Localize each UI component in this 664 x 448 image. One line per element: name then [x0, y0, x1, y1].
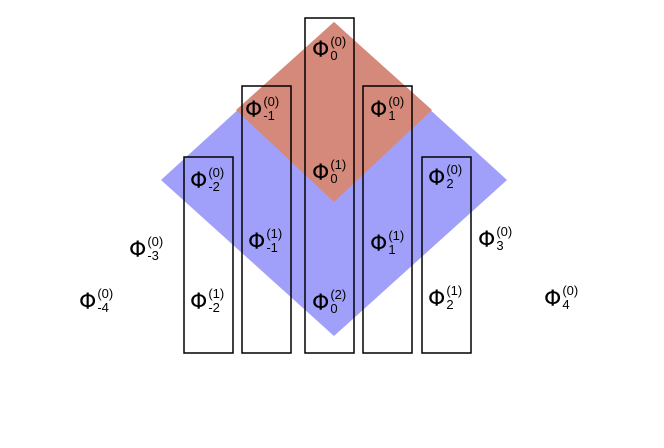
- phi-subscript: 2: [446, 297, 454, 312]
- column-box-1: [362, 85, 413, 354]
- phi-superscript: (0): [562, 283, 579, 298]
- phi-label-minus4-0: Φ(0)-4: [79, 287, 117, 322]
- phi-label-minus2-0: Φ(0)-2: [190, 166, 228, 201]
- phi-superscript: (0): [147, 234, 164, 249]
- phi-label-minus3-0: Φ(0)-3: [129, 235, 167, 270]
- phi-symbol: Φ: [190, 169, 208, 194]
- phi-subscript: -4: [97, 300, 109, 315]
- phi-label-3-0: Φ(0)3: [478, 225, 516, 260]
- phi-symbol: Φ: [245, 98, 263, 123]
- phi-superscript: (0): [263, 94, 280, 109]
- phi-superscript: (0): [388, 94, 405, 109]
- phi-label-4-0: Φ(0)4: [544, 284, 582, 319]
- phi-subscript: 0: [330, 171, 338, 186]
- phi-superscript: (2): [330, 287, 347, 302]
- phi-subscript: -1: [266, 240, 278, 255]
- phi-subscript: -2: [208, 300, 220, 315]
- column-box-minus-2: [183, 156, 234, 354]
- column-box-0: [304, 17, 355, 354]
- phi-superscript: (1): [330, 157, 347, 172]
- phi-symbol: Φ: [312, 161, 330, 186]
- phi-superscript: (1): [446, 283, 463, 298]
- phi-label-minus1-0: Φ(0)-1: [245, 95, 283, 130]
- phi-symbol: Φ: [544, 287, 562, 312]
- phi-subscript: -1: [263, 108, 275, 123]
- phi-subscript: 2: [446, 176, 454, 191]
- phi-symbol: Φ: [312, 291, 330, 316]
- phi-label-0-1: Φ(1)0: [312, 158, 350, 193]
- phi-label-minus2-1: Φ(1)-2: [190, 287, 228, 322]
- phi-symbol: Φ: [79, 290, 97, 315]
- phi-superscript: (0): [496, 224, 513, 239]
- phi-symbol: Φ: [248, 230, 266, 255]
- phi-subscript: 0: [330, 301, 338, 316]
- orange-diamond-region: [236, 22, 432, 202]
- phi-subscript: 1: [388, 242, 396, 257]
- phi-symbol: Φ: [312, 38, 330, 63]
- phi-superscript: (1): [208, 286, 225, 301]
- column-box-2: [421, 156, 472, 354]
- phi-subscript: 0: [330, 48, 338, 63]
- phi-subscript: 1: [388, 108, 396, 123]
- phi-subscript: -2: [208, 179, 220, 194]
- phi-superscript: (1): [388, 228, 405, 243]
- phi-subscript: 3: [496, 238, 504, 253]
- column-box-minus-1: [241, 85, 292, 354]
- phi-superscript: (1): [266, 226, 283, 241]
- phi-symbol: Φ: [428, 287, 446, 312]
- phi-symbol: Φ: [478, 228, 496, 253]
- phi-superscript: (0): [208, 165, 225, 180]
- phi-label-2-0: Φ(0)2: [428, 163, 466, 198]
- phi-symbol: Φ: [129, 238, 147, 263]
- phi-subscript: -3: [147, 248, 159, 263]
- phi-symbol: Φ: [370, 232, 388, 257]
- phi-label-0-2: Φ(2)0: [312, 288, 350, 323]
- phi-subscript: 4: [562, 297, 570, 312]
- phi-label-0-0-top: Φ(0)0: [312, 35, 350, 70]
- phi-symbol: Φ: [370, 98, 388, 123]
- phi-label-minus1-1: Φ(1)-1: [248, 227, 286, 262]
- phi-label-2-1: Φ(1)2: [428, 284, 466, 319]
- phi-symbol: Φ: [428, 166, 446, 191]
- phi-label-1-0: Φ(0)1: [370, 95, 408, 130]
- phi-superscript: (0): [97, 286, 114, 301]
- phi-label-1-1: Φ(1)1: [370, 229, 408, 264]
- phi-superscript: (0): [330, 34, 347, 49]
- phi-symbol: Φ: [190, 290, 208, 315]
- phi-superscript: (0): [446, 162, 463, 177]
